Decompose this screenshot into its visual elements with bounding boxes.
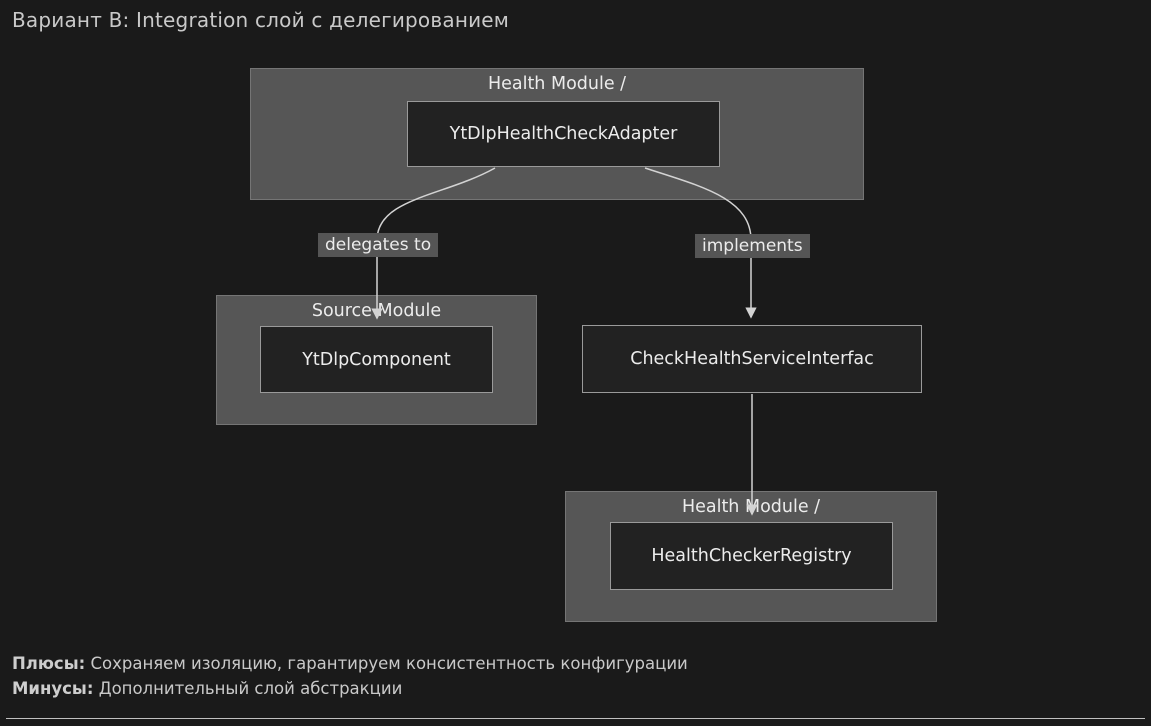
notes: Плюсы: Сохраняем изоляцию, гарантируем к…	[12, 651, 1132, 701]
page-title: Вариант B: Integration слой с делегирова…	[12, 8, 510, 32]
cluster-health-module-top-label: Health Module /	[487, 74, 627, 94]
node-ytdlp-component-label: YtDlpComponent	[302, 349, 451, 370]
cluster-health-module-bottom-label: Health Module /	[681, 497, 821, 517]
divider	[6, 718, 1145, 719]
edge-label-implements: implements	[695, 234, 810, 258]
cluster-health-module-top: Health Module /	[250, 68, 864, 200]
node-check-health-service-interface-label: CheckHealthServiceInterfac	[630, 349, 874, 369]
pros-text: Сохраняем изоляцию, гарантируем консисте…	[90, 654, 688, 673]
cons-line: Минусы: Дополнительный слой абстракции	[12, 676, 1132, 701]
node-check-health-service-interface: CheckHealthServiceInterfac	[582, 325, 922, 393]
node-ytdlp-health-check-adapter: YtDlpHealthCheckAdapter	[407, 101, 720, 167]
edge-label-delegates-to: delegates to	[318, 233, 439, 257]
node-health-checker-registry: HealthCheckerRegistry	[610, 522, 893, 590]
node-health-checker-registry-label: HealthCheckerRegistry	[651, 546, 852, 566]
cons-text: Дополнительный слой абстракции	[98, 679, 403, 698]
node-ytdlp-health-check-adapter-label: YtDlpHealthCheckAdapter	[449, 124, 678, 144]
pros-line: Плюсы: Сохраняем изоляцию, гарантируем к…	[12, 651, 1132, 676]
cluster-source-module-label: Source Module	[311, 301, 442, 321]
pros-label: Плюсы:	[12, 654, 86, 673]
cons-label: Минусы:	[12, 679, 94, 698]
node-ytdlp-component: YtDlpComponent	[260, 326, 493, 393]
